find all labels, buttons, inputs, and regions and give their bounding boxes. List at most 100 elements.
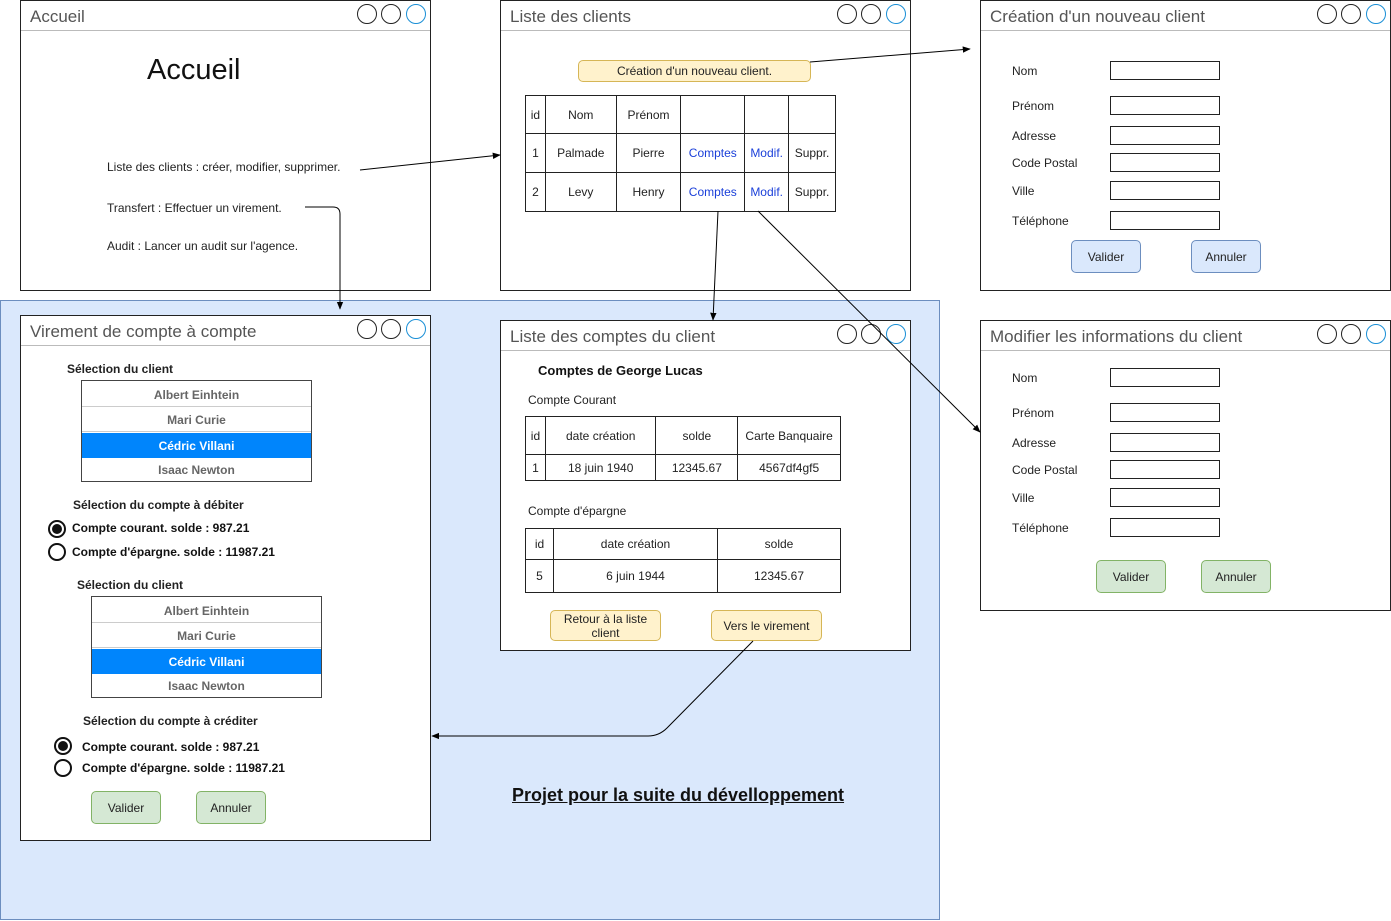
list-item-selected[interactable]: Cédric Villani <box>82 433 311 458</box>
table-row: 5 6 juin 1944 12345.67 <box>525 559 841 593</box>
ville-field[interactable] <box>1110 181 1220 200</box>
close-icon[interactable] <box>406 4 426 24</box>
nom-field[interactable] <box>1110 368 1220 387</box>
adresse-field[interactable] <box>1110 433 1220 452</box>
adresse-field[interactable] <box>1110 126 1220 145</box>
cell-nom: Levy <box>544 172 617 212</box>
accueil-heading: Accueil <box>147 54 241 86</box>
comptes-link[interactable]: Comptes <box>680 133 746 173</box>
minimize-icon[interactable] <box>837 324 857 344</box>
credit-account-label: Sélection du compte à créditer <box>83 714 258 728</box>
field-label-code-postal: Code Postal <box>1012 156 1078 170</box>
link-audit[interactable]: Audit : Lancer un audit sur l'agence. <box>107 239 299 253</box>
debit-courant-radio[interactable] <box>48 520 66 538</box>
code-postal-field[interactable] <box>1110 153 1220 172</box>
cancel-button[interactable]: Annuler <box>1191 240 1261 273</box>
minimize-icon[interactable] <box>1317 4 1337 24</box>
debit-epargne-radio[interactable] <box>48 543 66 561</box>
cell-solde: 12345.67 <box>717 559 841 593</box>
maximize-icon[interactable] <box>381 319 401 339</box>
field-label-adresse: Adresse <box>1012 129 1057 143</box>
maximize-icon[interactable] <box>1341 324 1361 344</box>
suppr-link[interactable]: Suppr. <box>788 172 836 212</box>
telephone-field[interactable] <box>1110 211 1220 230</box>
comptes-link[interactable]: Comptes <box>680 172 746 212</box>
comptes-window: Liste des comptes du client Comptes de G… <box>500 320 911 651</box>
compte-courant-table: id date création solde Carte Banquaire 1… <box>525 416 841 481</box>
maximize-icon[interactable] <box>861 324 881 344</box>
table-header-row: id date création solde <box>525 528 841 560</box>
validate-button[interactable]: Valider <box>91 791 161 824</box>
header-suppr <box>788 95 836 134</box>
header-prenom: Prénom <box>615 95 682 134</box>
credit-epargne-label: Compte d'épargne. solde : 11987.21 <box>82 761 285 775</box>
virement-window: Virement de compte à compte Sélection du… <box>20 315 431 841</box>
prenom-field[interactable] <box>1110 96 1220 115</box>
list-item[interactable]: Isaac Newton <box>168 679 245 693</box>
list-item[interactable]: Albert Einhtein <box>82 383 311 407</box>
create-client-button[interactable]: Création d'un nouveau client. <box>578 60 811 82</box>
field-label-adresse: Adresse <box>1012 436 1057 450</box>
compte-epargne-label: Compte d'épargne <box>528 504 627 518</box>
field-label-code-postal: Code Postal <box>1012 463 1078 477</box>
back-to-list-button[interactable]: Retour à la liste client <box>550 610 661 641</box>
maximize-icon[interactable] <box>381 4 401 24</box>
cell-carte-banquaire: 4567df4gf5 <box>737 454 841 481</box>
prenom-field[interactable] <box>1110 403 1220 422</box>
creation-titlebar: Création d'un nouveau client <box>981 1 1390 31</box>
credit-courant-radio[interactable] <box>54 737 72 755</box>
cell-nom: Palmade <box>544 133 617 173</box>
close-icon[interactable] <box>1366 4 1386 24</box>
clients-window-title: Liste des clients <box>510 7 631 26</box>
to-transfer-button[interactable]: Vers le virement <box>711 610 822 641</box>
code-postal-field[interactable] <box>1110 460 1220 479</box>
suppr-link[interactable]: Suppr. <box>788 133 836 173</box>
comptes-window-title: Liste des comptes du client <box>510 327 716 346</box>
maximize-icon[interactable] <box>861 4 881 24</box>
validate-button[interactable]: Valider <box>1071 240 1141 273</box>
compte-courant-label: Compte Courant <box>528 393 617 407</box>
cancel-button[interactable]: Annuler <box>1201 560 1271 593</box>
list-item[interactable]: Mari Curie <box>82 408 311 432</box>
creation-window: Création d'un nouveau client Nom Prénom … <box>980 0 1391 291</box>
maximize-icon[interactable] <box>1341 4 1361 24</box>
modif-link[interactable]: Modif. <box>744 172 790 212</box>
modif-link[interactable]: Modif. <box>744 133 790 173</box>
ville-field[interactable] <box>1110 488 1220 507</box>
list-item[interactable]: Albert Einhtein <box>92 599 321 623</box>
debit-client-list: Albert Einhtein Mari Curie Cédric Villan… <box>81 380 312 482</box>
header-nom: Nom <box>544 95 617 134</box>
link-transfert[interactable]: Transfert : Effectuer un virement. <box>107 201 282 215</box>
cell-date-creation: 6 juin 1944 <box>553 559 718 593</box>
cancel-button[interactable]: Annuler <box>196 791 266 824</box>
accueil-window-title: Accueil <box>30 7 85 26</box>
close-icon[interactable] <box>886 324 906 344</box>
close-icon[interactable] <box>406 319 426 339</box>
minimize-icon[interactable] <box>837 4 857 24</box>
compte-epargne-table: id date création solde 5 6 juin 1944 123… <box>525 528 841 593</box>
field-label-nom: Nom <box>1012 64 1038 78</box>
close-icon[interactable] <box>886 4 906 24</box>
list-item-selected[interactable]: Cédric Villani <box>92 649 321 674</box>
telephone-field[interactable] <box>1110 518 1220 537</box>
field-label-telephone: Téléphone <box>1012 521 1069 535</box>
table-row: 1 Palmade Pierre Comptes Modif. Suppr. <box>525 133 836 173</box>
header-id: id <box>525 416 546 455</box>
minimize-icon[interactable] <box>1317 324 1337 344</box>
validate-button[interactable]: Valider <box>1096 560 1166 593</box>
minimize-icon[interactable] <box>357 4 377 24</box>
table-header-row: id Nom Prénom <box>525 95 836 134</box>
clients-titlebar: Liste des clients <box>501 1 910 31</box>
list-item[interactable]: Isaac Newton <box>158 463 235 477</box>
credit-epargne-radio[interactable] <box>54 759 72 777</box>
list-item[interactable]: Mari Curie <box>92 624 321 648</box>
modification-window: Modifier les informations du client Nom … <box>980 320 1391 611</box>
comptes-heading: Comptes de George Lucas <box>538 363 703 378</box>
accueil-titlebar: Accueil <box>21 1 430 31</box>
minimize-icon[interactable] <box>357 319 377 339</box>
close-icon[interactable] <box>1366 324 1386 344</box>
cell-solde: 12345.67 <box>655 454 739 481</box>
field-label-ville: Ville <box>1012 491 1035 505</box>
nom-field[interactable] <box>1110 61 1220 80</box>
link-liste-clients[interactable]: Liste des clients : créer, modifier, sup… <box>107 160 341 174</box>
